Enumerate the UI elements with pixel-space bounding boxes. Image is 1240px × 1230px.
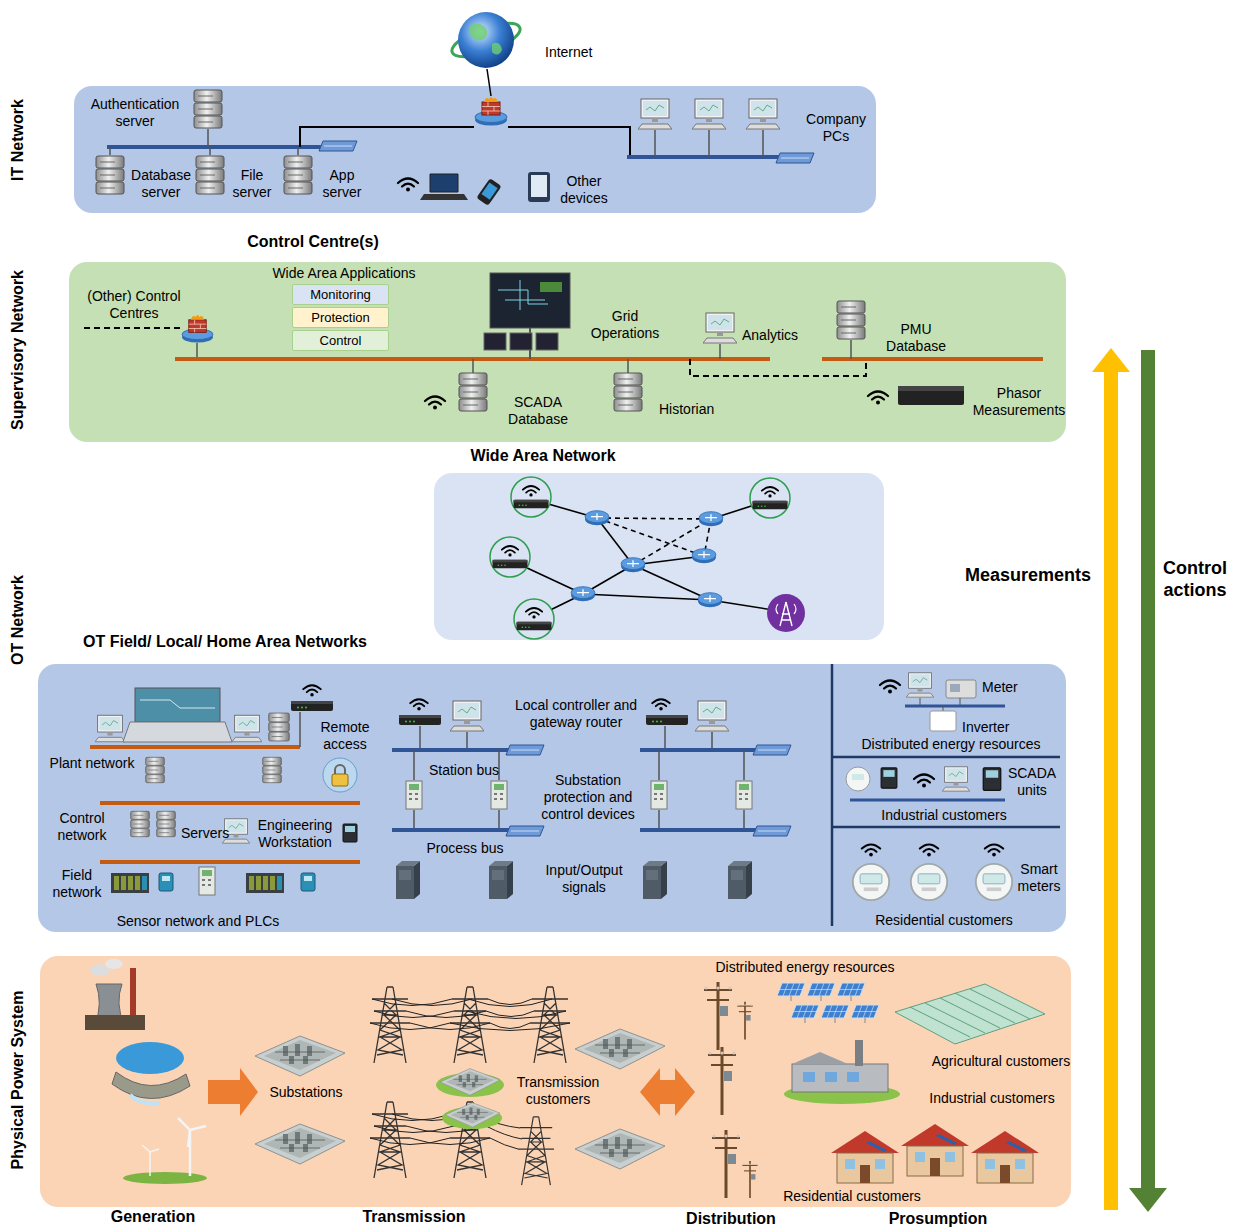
field-network-icons [90,664,1060,926]
component-label: Other devices [549,173,619,207]
component-label: Distributed energy resources [716,959,895,976]
panel-heading: OT Field/ Local/ Home Area Networks [83,632,367,652]
box-label: Control [320,333,362,349]
control-centre-icons [84,273,1043,411]
component-label: File server [227,167,277,201]
component-label: Internet [545,44,592,61]
component-label: Analytics [742,327,798,344]
component-label: SCADA units [1002,765,1062,799]
component-label: Substation protection and control device… [533,772,643,823]
component-label: Control network [47,810,117,844]
component-label: Residential customers [875,912,1013,929]
component-label: SCADA Database [503,394,573,428]
stage-label: Prosumption [889,1209,988,1229]
stage-label: Distribution [686,1209,776,1229]
component-label: Engineering Workstation [245,817,345,851]
component-label: App server [317,167,367,201]
panel-heading: Wide Area Network [470,446,615,466]
application-box: Control [292,330,389,351]
layer-label: IT Network [8,99,28,181]
component-label: Company PCs [801,111,871,145]
layer-label: Supervisory Network [8,270,28,430]
application-box: Protection [292,307,389,328]
component-label: Industrial customers [881,807,1006,824]
component-label: Plant network [50,755,135,772]
component-label: Database server [126,167,196,201]
component-label: Residential customers [783,1188,921,1205]
wide-area-network-graph [490,477,805,639]
component-label: Servers [181,825,229,842]
component-label: Substations [269,1084,342,1101]
component-label: Authentication server [80,96,190,130]
component-label: Station bus [429,762,499,779]
component-label: PMU Database [876,321,956,355]
component-label: Industrial customers [929,1090,1054,1107]
component-label: Wide Area Applications [272,265,415,282]
flow-label: Control actions [1155,557,1235,601]
component-label: Process bus [426,840,503,857]
flow-label: Measurements [965,564,1091,586]
component-label: Agricultural customers [932,1053,1071,1070]
component-label: (Other) Control Centres [79,288,189,322]
box-label: Protection [311,310,370,326]
component-label: Transmission customers [503,1074,613,1108]
flow-arrows [1092,348,1167,1212]
stage-label: Generation [111,1207,195,1227]
layer-label: Physical Power System [8,991,28,1170]
layer-label: OT Network [8,575,28,665]
component-label: Smart meters [1009,861,1069,895]
component-label: Historian [659,401,714,418]
power-system-illustration [85,959,1045,1198]
application-box: Monitoring [292,284,389,305]
component-label: Input/Output signals [534,862,634,896]
stage-label: Transmission [362,1207,465,1227]
component-label: Local controller and gateway router [509,697,644,731]
it-network-icons [96,12,814,206]
component-label: Grid Operations [585,308,665,342]
component-label: Field network [47,867,107,901]
box-label: Monitoring [310,287,371,303]
component-label: Meter [982,679,1018,696]
component-label: Inverter [962,719,1009,736]
component-label: Sensor network and PLCs [117,913,280,930]
component-label: Distributed energy resources [862,736,1041,753]
component-label: Phasor Measurements [969,385,1069,419]
component-label: Remote access [310,719,380,753]
panel-heading: Control Centre(s) [247,232,379,252]
